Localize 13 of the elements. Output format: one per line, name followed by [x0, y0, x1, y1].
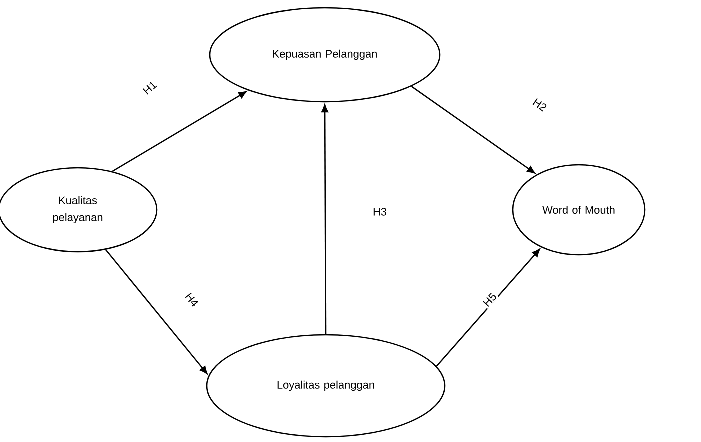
edge-label: H2 [530, 96, 550, 114]
ellipse-node: Loyalitas pelanggan [206, 334, 446, 438]
arrow [411, 86, 536, 174]
edge-label: H4 [183, 290, 201, 310]
arrow [436, 248, 540, 367]
edge-label: H3 [372, 207, 388, 217]
edge-label: H5 [481, 290, 499, 310]
arrow [105, 250, 208, 374]
ellipse-node: Word of Mouth [512, 164, 646, 256]
arrow [322, 104, 329, 334]
arrow [112, 91, 247, 172]
edge-label: H1 [140, 79, 160, 97]
ellipse-node: Kepuasan Pelanggan [209, 7, 441, 103]
